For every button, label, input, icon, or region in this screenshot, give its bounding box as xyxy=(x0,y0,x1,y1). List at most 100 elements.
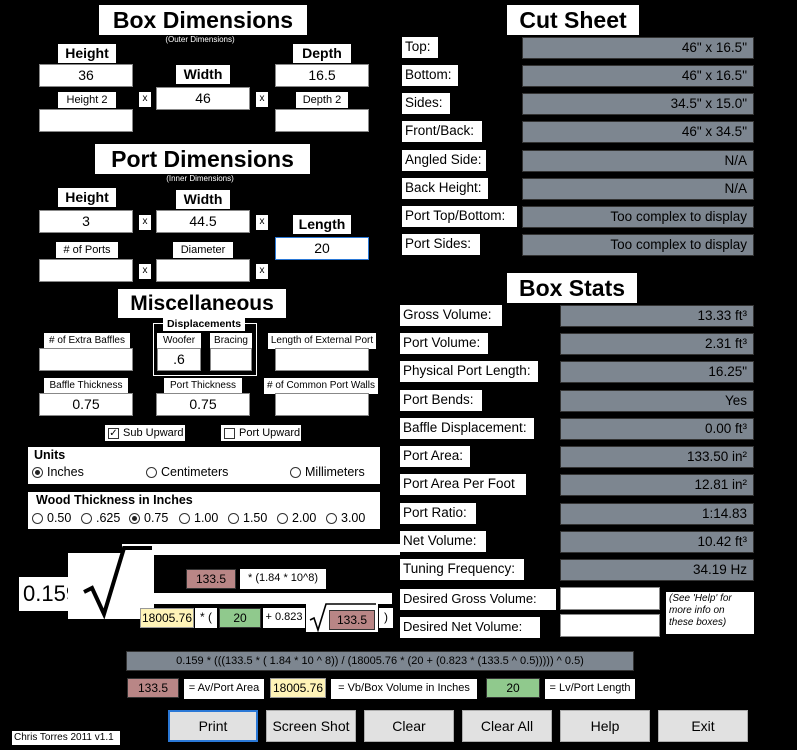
box-dimensions-subtitle: (Outer Dimensions) xyxy=(165,35,235,44)
units-title: Units xyxy=(34,448,66,462)
extra-baffles-input[interactable] xyxy=(39,348,133,371)
stat-label-port-bends: Port Bends: xyxy=(400,390,482,411)
vinculum-bar xyxy=(122,544,400,555)
num-ports-input[interactable] xyxy=(39,259,133,282)
radio-icon xyxy=(32,512,43,524)
port-thickness-input[interactable]: 0.75 xyxy=(156,393,250,416)
box-dimensions-title: Box Dimensions xyxy=(99,5,307,35)
baffle-thickness-label: Baffle Thickness xyxy=(44,378,128,394)
ext-port-input[interactable] xyxy=(275,348,369,371)
desired-gross-volume-input[interactable] xyxy=(560,587,660,610)
port-x-sign-4: x xyxy=(256,264,268,279)
cut-sheet-value-port-top-bottom: Too complex to display xyxy=(522,206,754,228)
common-walls-input[interactable] xyxy=(275,393,369,416)
exit-button[interactable]: Exit xyxy=(658,710,748,742)
bracing-input[interactable] xyxy=(210,348,252,371)
stat-label-tuning-frequency: Tuning Frequency: xyxy=(400,559,524,580)
sub-upward-label: Sub Upward xyxy=(123,427,184,439)
fraction-line xyxy=(140,593,392,604)
wood-option-1.50[interactable]: 1.50 xyxy=(228,511,267,525)
radio-icon xyxy=(146,466,157,478)
port-width-input[interactable]: 44.5 xyxy=(156,210,250,233)
baffle-thickness-input[interactable]: 0.75 xyxy=(39,393,133,416)
legend-lv-box: 20 xyxy=(486,678,540,698)
radio-icon xyxy=(290,466,301,478)
box-depth-label: Depth xyxy=(293,44,351,63)
wood-option-1.00[interactable]: 1.00 xyxy=(179,511,218,525)
stat-value-port-area-per-foot: 12.81 in² xyxy=(560,474,754,496)
stat-label-port-ratio: Port Ratio: xyxy=(400,503,476,524)
formula-close-paren: ) xyxy=(379,608,393,628)
cut-sheet-value-sides: 34.5" x 15.0" xyxy=(522,93,754,115)
cut-sheet-label-port-top-bottom: Port Top/Bottom: xyxy=(402,206,517,227)
cut-sheet-value-bottom: 46" x 16.5" xyxy=(522,65,754,87)
port-upward-checkbox[interactable]: Port Upward xyxy=(221,425,301,441)
box-width-label: Width xyxy=(176,65,230,84)
formula-vb-box: 18005.76 xyxy=(140,608,194,628)
wood-option-3.00[interactable]: 3.00 xyxy=(326,511,365,525)
legend-vb-label: = Vb/Box Volume in Inches xyxy=(331,679,477,699)
ext-port-label: Length of External Port xyxy=(268,333,376,349)
clear-button[interactable]: Clear xyxy=(364,710,454,742)
stat-label-gross-volume: Gross Volume: xyxy=(400,305,502,326)
formula-lv-box: 20 xyxy=(219,608,261,628)
diameter-label: Diameter xyxy=(173,242,233,258)
port-height-label: Height xyxy=(58,188,116,207)
port-x-sign-3: x xyxy=(139,264,151,279)
port-height-input[interactable]: 3 xyxy=(39,210,133,233)
box-depth-input[interactable]: 16.5 xyxy=(275,64,369,87)
wood-option-0.75[interactable]: 0.75 xyxy=(129,511,168,525)
units-option-centimeters[interactable]: Centimeters xyxy=(146,465,228,479)
legend-av-box: 133.5 xyxy=(127,678,179,698)
stat-label-net-volume: Net Volume: xyxy=(400,531,486,552)
cut-sheet-value-angled-side: N/A xyxy=(522,150,754,172)
radio-icon xyxy=(277,512,288,524)
stat-value-gross-volume: 13.33 ft³ xyxy=(560,305,754,327)
desired-net-volume-label: Desired Net Volume: xyxy=(400,617,540,638)
screenshot-button[interactable]: Screen Shot xyxy=(266,710,356,742)
box-height2-label: Height 2 xyxy=(58,92,116,108)
desired-gross-volume-label: Desired Gross Volume: xyxy=(400,589,556,610)
formula-numerator-rest: * (1.84 * 10^8) xyxy=(240,569,326,589)
units-option-inches[interactable]: Inches xyxy=(32,465,84,479)
wood-option-.625[interactable]: .625 xyxy=(81,511,120,525)
cut-sheet-label-angled-side: Angled Side: xyxy=(402,150,486,171)
port-thickness-label: Port Thickness xyxy=(164,378,242,394)
help-note: (See 'Help' for more info on these boxes… xyxy=(666,592,754,634)
cut-sheet-value-top: 46" x 16.5" xyxy=(522,37,754,59)
box-stats-title: Box Stats xyxy=(507,273,637,303)
box-height-input[interactable]: 36 xyxy=(39,64,133,87)
legend-av-label: = Av/Port Area xyxy=(184,679,264,699)
misc-title: Miscellaneous xyxy=(118,289,286,318)
formula-star-paren: * ( xyxy=(195,608,217,628)
desired-net-volume-input[interactable] xyxy=(560,614,660,637)
box-depth2-input[interactable] xyxy=(275,109,369,132)
wood-thickness-group: Wood Thickness in Inches 0.50 .625 0.75 … xyxy=(28,492,380,529)
box-width-input[interactable]: 46 xyxy=(156,87,250,110)
radio-selected-icon xyxy=(129,512,140,524)
port-dimensions-title: Port Dimensions xyxy=(95,144,310,174)
stat-value-port-bends: Yes xyxy=(560,390,754,412)
print-button[interactable]: Print xyxy=(168,710,258,742)
cut-sheet-label-top: Top: xyxy=(402,37,438,58)
wood-option-0.50[interactable]: 0.50 xyxy=(32,511,71,525)
sub-upward-checkbox[interactable]: ✓ Sub Upward xyxy=(105,425,185,441)
woofer-input[interactable]: .6 xyxy=(157,348,201,371)
help-button[interactable]: Help xyxy=(560,710,650,742)
stat-label-port-area-per-foot: Port Area Per Foot xyxy=(400,474,526,495)
units-option-millimeters[interactable]: Millimeters xyxy=(290,465,365,479)
port-x-sign-1: x xyxy=(139,215,151,230)
clear-all-button[interactable]: Clear All xyxy=(462,710,552,742)
box-x-sign-2: x xyxy=(256,92,268,107)
formula-sqrt-av-box: 133.5 xyxy=(329,610,375,630)
box-height2-input[interactable] xyxy=(39,109,133,132)
cut-sheet-label-back-height: Back Height: xyxy=(402,178,488,199)
wood-option-2.00[interactable]: 2.00 xyxy=(277,511,316,525)
displacements-label: Displacements xyxy=(163,318,245,331)
diameter-input[interactable] xyxy=(156,259,250,282)
stat-value-physical-port-length: 16.25" xyxy=(560,361,754,383)
num-ports-label: # of Ports xyxy=(56,242,118,258)
box-depth2-label: Depth 2 xyxy=(296,92,348,108)
radio-icon xyxy=(326,512,337,524)
port-length-input[interactable]: 20 xyxy=(275,237,369,260)
